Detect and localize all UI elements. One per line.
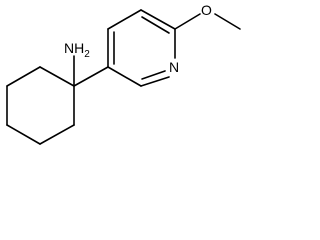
bond-n-c2p-double bbox=[141, 70, 166, 80]
amine-group: NH2 bbox=[64, 40, 90, 87]
amine-label-main: NH bbox=[64, 40, 84, 56]
bond-c6-c1 bbox=[39, 66, 75, 87]
bond-n-c2p bbox=[140, 76, 170, 87]
pyridine-nitrogen-label: N bbox=[169, 59, 179, 75]
bond-c5p-c6p-double bbox=[141, 16, 170, 34]
bond-cyclohexyl-pyridyl bbox=[73, 66, 109, 87]
bond-c2-c3 bbox=[39, 124, 75, 145]
bond-c5p-c6p bbox=[140, 9, 176, 30]
bond-o-ch3 bbox=[214, 13, 241, 30]
amine-label-subscript: 2 bbox=[84, 49, 90, 60]
cyclohexane-ring bbox=[6, 66, 75, 145]
bond-c4p-c5p bbox=[107, 9, 142, 30]
pyridine-ring: N bbox=[107, 9, 179, 87]
ether-oxygen-label: O bbox=[201, 2, 212, 18]
methoxy-group: O bbox=[174, 2, 241, 30]
bond-c3-c4 bbox=[6, 124, 41, 145]
bond-c5-c6 bbox=[6, 66, 41, 87]
bond-c2p-c3p bbox=[107, 66, 142, 87]
amine-label: NH2 bbox=[64, 40, 90, 60]
chemical-structure-diagram: NH2 N O bbox=[6, 2, 241, 145]
bond-c6p-o bbox=[174, 13, 201, 30]
